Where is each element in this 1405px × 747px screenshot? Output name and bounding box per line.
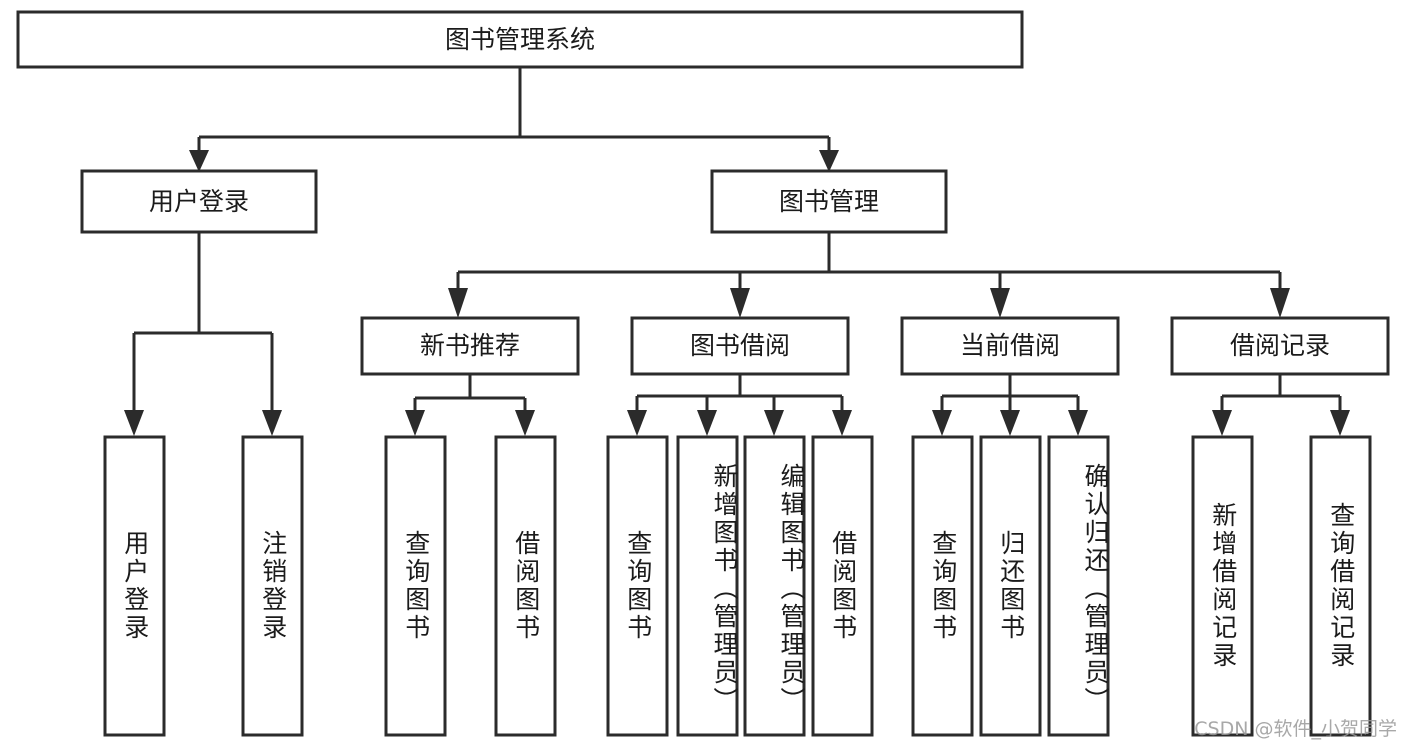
- borrow-record-label: 借阅记录: [1230, 331, 1330, 360]
- book-manage-box[interactable]: [710, 169, 948, 234]
- arrow-head-leaf-edit-book: [764, 410, 784, 436]
- book-manage-label: 图书管理: [779, 187, 879, 216]
- edges-user-login-to-leaves: [124, 232, 282, 436]
- arrow-head-new-book-recommend: [448, 288, 468, 318]
- arrow-head-leaf-borrow-book-a: [515, 410, 535, 436]
- arrow-head-leaf-confirm-return: [1068, 410, 1088, 436]
- arrow-head-borrow-record: [1270, 288, 1290, 318]
- node-book-manage[interactable]: 图书管理: [710, 169, 948, 234]
- edges-new-book-to-leaves: [405, 374, 535, 436]
- leaf-box-return-book[interactable]: [979, 435, 1042, 737]
- leaf-box-add-book[interactable]: [676, 435, 739, 737]
- arrow-head-leaf-add-record: [1212, 410, 1232, 436]
- current-borrow-label: 当前借阅: [960, 331, 1060, 360]
- arrow-head-leaf-add-book: [697, 410, 717, 436]
- root-box[interactable]: [16, 10, 1024, 69]
- leaf-boxes: [103, 435, 1372, 737]
- book-borrow-box[interactable]: [630, 316, 850, 376]
- edges-borrow-record-to-leaves: [1212, 374, 1350, 436]
- leaf-box-query-book-c[interactable]: [911, 435, 974, 737]
- arrow-head-leaf-user-login: [124, 410, 144, 436]
- leaf-box-query-book-b[interactable]: [606, 435, 669, 737]
- new-book-recommend-label: 新书推荐: [420, 331, 520, 360]
- arrow-head-leaf-query-book-b: [627, 410, 647, 436]
- arrow-head-book-manage: [819, 150, 839, 172]
- leaf-box-logout[interactable]: [241, 435, 304, 737]
- node-borrow-record[interactable]: 借阅记录: [1170, 316, 1390, 376]
- arrow-head-leaf-return-book: [1000, 410, 1020, 436]
- node-current-borrow[interactable]: 当前借阅: [900, 316, 1120, 376]
- node-book-borrow[interactable]: 图书借阅: [630, 316, 850, 376]
- leaf-box-confirm-return[interactable]: [1047, 435, 1110, 737]
- root-label: 图书管理系统: [445, 25, 595, 54]
- csdn-watermark: CSDN @软件_小贺同学: [1194, 718, 1397, 740]
- current-borrow-box[interactable]: [900, 316, 1120, 376]
- edges-root-to-level2: [189, 67, 839, 172]
- borrow-record-box[interactable]: [1170, 316, 1390, 376]
- leaf-box-add-record[interactable]: [1191, 435, 1254, 737]
- leaf-box-borrow-book-b[interactable]: [811, 435, 874, 737]
- edges-current-borrow-to-leaves: [932, 374, 1088, 436]
- edges-book-borrow-to-leaves: [627, 374, 852, 436]
- arrow-head-user-login: [189, 150, 209, 172]
- leaf-box-borrow-book-a[interactable]: [494, 435, 557, 737]
- leaf-box-user-login[interactable]: [103, 435, 166, 737]
- new-book-recommend-box[interactable]: [360, 316, 580, 376]
- arrow-head-leaf-query-book-a: [405, 410, 425, 436]
- edges-book-manage-to-level3: [448, 232, 1290, 318]
- node-new-book-recommend[interactable]: 新书推荐: [360, 316, 580, 376]
- arrow-head-leaf-query-record: [1330, 410, 1350, 436]
- leaf-box-edit-book[interactable]: [743, 435, 806, 737]
- arrow-head-leaf-query-book-c: [932, 410, 952, 436]
- leaf-box-query-record[interactable]: [1309, 435, 1372, 737]
- arrow-head-leaf-logout: [262, 410, 282, 436]
- arrow-head-leaf-borrow-book-b: [832, 410, 852, 436]
- node-root[interactable]: 图书管理系统: [16, 10, 1024, 69]
- book-borrow-label: 图书借阅: [690, 331, 790, 360]
- user-login-label: 用户登录: [149, 187, 249, 216]
- node-user-login[interactable]: 用户登录: [80, 169, 318, 234]
- arrow-head-current-borrow: [990, 288, 1010, 318]
- user-login-box[interactable]: [80, 169, 318, 234]
- leaf-box-query-book-a[interactable]: [384, 435, 447, 737]
- arrow-head-book-borrow: [730, 288, 750, 318]
